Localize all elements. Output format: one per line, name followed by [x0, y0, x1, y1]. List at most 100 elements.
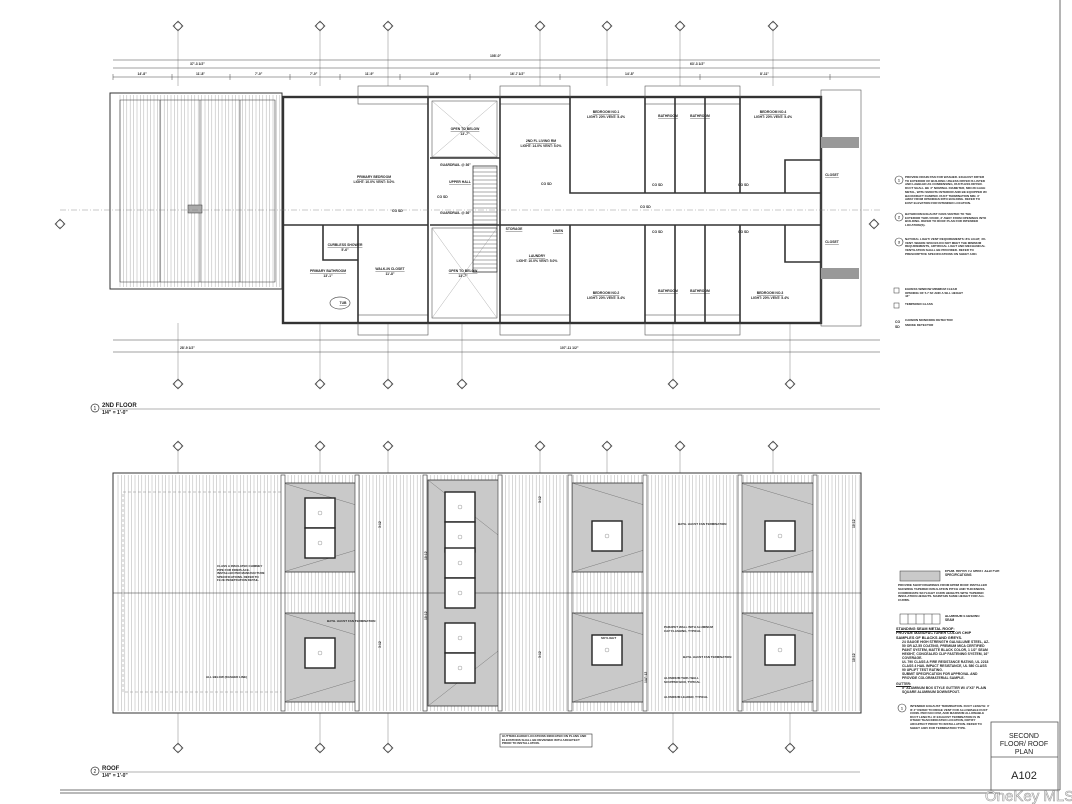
balcony-bottom-1 — [357, 314, 429, 336]
grid-bubble — [456, 378, 468, 390]
roof-callout: BATH. HAUST FAN TERMINATION — [678, 523, 727, 526]
grid-bubble-circle — [384, 22, 392, 30]
grid-bubble-circle — [769, 22, 777, 30]
grid-bubble — [667, 742, 679, 754]
grid-bubble — [314, 378, 326, 390]
skylight-tag — [604, 647, 610, 653]
dimension-text: 11'-9" — [365, 72, 374, 76]
dimension-bottom-a: 28'-9 1/2" — [180, 346, 195, 350]
skylight-tag — [777, 533, 783, 539]
grid-bubble — [868, 218, 880, 230]
skylight-tag — [457, 590, 463, 596]
co-sd-detector: CO SD — [392, 209, 403, 213]
taper-line — [739, 482, 816, 573]
sheet-title-line-3: PLAN — [1015, 749, 1033, 756]
dimension-overall: 108'-0" — [490, 54, 501, 58]
roof-view-number: 2 — [94, 769, 97, 775]
grid-bubble-circle — [384, 380, 392, 388]
skylight — [304, 637, 336, 669]
slope-label: 3:12 — [538, 651, 542, 658]
dimension-text: 7'-0" — [310, 72, 318, 76]
co-sd-detector: CO SD — [437, 195, 448, 199]
slope-label: 3:12 — [378, 521, 382, 528]
skylight-tag — [777, 647, 783, 653]
taper-line — [571, 482, 646, 573]
room-name: LAUNDRY — [529, 254, 546, 258]
grid-bubble-circle — [316, 442, 324, 450]
gutter-text: 5" ALUMINUM BOX STYLE GUTTER W/ 4"X3" PL… — [902, 686, 987, 695]
balcony-top-3 — [644, 85, 741, 105]
grid-bubble-circle — [174, 380, 182, 388]
note-number: 2 — [898, 216, 900, 220]
sheet-title-line-2: FLOOR/ ROOF — [1000, 741, 1048, 748]
watermark: OneKey MLS — [985, 788, 1072, 804]
dimension-row2-b: 63'-3 1/2" — [690, 62, 705, 66]
roof-callout: ALUMINUM THRU WALL SCUPPER BOX, TYPICAL — [664, 677, 701, 684]
view-scale: 1/4" = 1'-0" — [102, 410, 128, 416]
grid-bubble — [784, 378, 796, 390]
slope-label: 10:12 — [852, 519, 856, 528]
room-info: LIGHT: 20% VENT: 5.4% — [587, 296, 625, 300]
right-chimney-top — [821, 137, 859, 148]
balcony-bottom-2 — [499, 314, 571, 336]
dimension-text: 14'-8" — [430, 72, 440, 76]
standing-seam-legend-swatch — [899, 613, 941, 625]
roof-callout: BATH. HAUST FAN TERMINATION — [683, 656, 732, 659]
slope-label: 10:12 — [852, 653, 856, 662]
skylight — [304, 497, 336, 529]
grid-bubble-circle — [603, 442, 611, 450]
exhaust-note: INTENDED EXHAUST TERMINATION. DUCT LENGT… — [910, 705, 990, 730]
grid-bubble — [172, 378, 184, 390]
dimension-text: 14'-8" — [138, 72, 148, 76]
room-name: PRIMARY BATHROOM — [310, 269, 346, 273]
legend-text: SMOKE DETECTOR — [905, 324, 934, 327]
co-sd-detector: CO SD — [738, 183, 749, 187]
second-floor-plan: 108'-0" 37'-3 1/2" 63'-3 1/2" 14'-8" 11'-… — [54, 20, 880, 416]
note-bubble — [894, 212, 904, 222]
grid-bubble-circle — [316, 22, 324, 30]
room-info: LIGHT: 10.0% VENT: 5.0% — [354, 180, 395, 184]
seam-item: 24 GAUGE HIGH STRENGTH GALVALUME STEEL, … — [902, 640, 990, 661]
room-name: BEDROOM NO.1 — [593, 110, 620, 114]
grid-bubble — [382, 378, 394, 390]
taper-line — [282, 482, 358, 573]
dimension-text: 8'-11" — [760, 72, 769, 76]
legend-symbol-box — [893, 302, 900, 309]
grid-bubble — [674, 20, 686, 32]
roof-view-title: ROOF — [102, 766, 120, 772]
open-to-below-bottom — [431, 227, 498, 319]
exhaust-note-bubble — [897, 703, 907, 713]
room-name: BEDROOM NO.4 — [760, 110, 787, 114]
seam-item: SUBMIT SPECIFICATION FOR APPROVAL AND PR… — [902, 672, 978, 681]
grid-bubble — [534, 20, 546, 32]
slope-label: 3:12 — [538, 496, 542, 503]
skylight-tag — [457, 504, 463, 510]
seam-intro: PROVIDE MANUFACTURER COLOR CHIP SAMPLES … — [896, 631, 972, 640]
grid-bubble-circle — [536, 442, 544, 450]
view-number-bubble — [90, 403, 100, 413]
dimension-row2-a: 37'-3 1/2" — [190, 62, 205, 66]
gutter-title: GUTTER: — [896, 682, 912, 687]
room-name: BEDROOM NO.3 — [757, 291, 784, 295]
room-name: CLOSET — [825, 240, 840, 244]
grid-bubble-circle — [174, 22, 182, 30]
skylight — [444, 491, 476, 523]
gutter-note: GUTTER/LEADER LOCATIONS INDICATED ON PLA… — [502, 735, 587, 746]
co-sd-detector: CO SD — [652, 183, 663, 187]
legend-symbol: CO — [895, 320, 900, 324]
room-name: WALK-IN CLOSET — [375, 267, 405, 271]
grid-bubble — [382, 440, 394, 452]
grid-bubble — [601, 440, 613, 452]
title-block: SECOND FLOOR/ ROOF PLAN A102 — [990, 721, 1059, 791]
epdm-note: PROVIDE SHOP DRAWINGS FROM EPDM ROOF INS… — [898, 584, 987, 603]
room-name: CURBLESS SHOWER — [328, 243, 363, 247]
roof-callout: ALL BELOW (DASHED LINE) — [206, 676, 247, 679]
grid-bubble-circle — [786, 380, 794, 388]
general-note: NATURAL LIGHT/ VENT REQUIREMENTS: 8% LIG… — [905, 238, 986, 256]
room-info: 13'-7" — [458, 274, 468, 278]
seam-item: UL 790 CLASS A FIRE RESISTANCE RATING, U… — [902, 660, 989, 673]
skylight-tag — [604, 533, 610, 539]
view-number: 1 — [94, 406, 97, 412]
skylight — [764, 520, 796, 552]
roof-callout: PARAPET WALL WITH ALUMINUM CAP FLASHING,… — [664, 626, 713, 633]
